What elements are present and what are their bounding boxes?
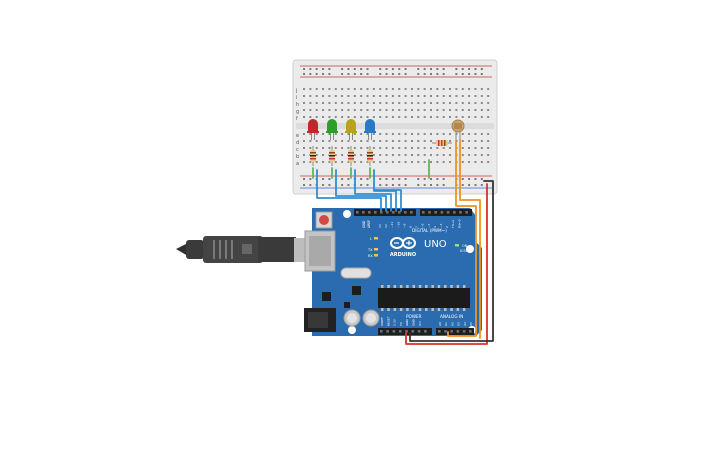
row-label-g: g xyxy=(296,109,299,115)
wire-orange xyxy=(447,141,477,337)
power-pin-label-0: IOREF xyxy=(380,317,384,326)
analog-pin-label-2: A2 xyxy=(450,322,454,326)
power-label: POWER xyxy=(406,314,422,319)
digital-header-right xyxy=(420,209,472,216)
analog-label: ANALOG IN xyxy=(440,314,463,319)
resistor-1 xyxy=(310,146,316,166)
digital-pin-label-4: ~9 xyxy=(402,223,406,228)
wire-blue-red-led xyxy=(316,169,382,212)
leds xyxy=(307,119,376,140)
analog-pin-label-5: A5 xyxy=(469,322,473,326)
resistor-2 xyxy=(329,146,335,166)
wire-blue-yellow-led xyxy=(354,169,392,212)
header-pin-holes xyxy=(356,211,472,333)
l-led-label: L xyxy=(370,237,372,241)
row-label-f: f xyxy=(296,116,298,122)
wire-blue-green-led xyxy=(335,169,387,212)
digital-pin-label-2: ~11 xyxy=(390,222,394,228)
row-label-h: h xyxy=(296,102,299,108)
digital-pin-label-3: ~10 xyxy=(396,222,400,228)
arduino-uno-board: ARDUINO UNO DIGITAL (PWM~) POWER ANALOG … xyxy=(304,208,482,336)
model-label: UNO xyxy=(424,239,447,250)
wires xyxy=(312,139,494,345)
digital-header-left xyxy=(354,209,416,216)
row-label-e: e xyxy=(296,133,299,139)
wire-black xyxy=(409,180,494,342)
digital-pin-label-6: 7 xyxy=(415,226,419,228)
analog-pin-label-4: A4 xyxy=(463,322,467,326)
arduino-logo xyxy=(390,237,416,249)
power-pin-label-5: GND xyxy=(412,318,416,326)
resistor-5 xyxy=(432,140,452,146)
power-header xyxy=(378,328,432,335)
gnd-label: GND xyxy=(362,220,366,228)
digital-pin-label-5: 8 xyxy=(409,226,413,228)
digital-pin-label-1: 12 xyxy=(384,224,388,228)
row-label-d: d xyxy=(296,140,299,146)
resistors xyxy=(310,140,452,166)
power-pin-label-1: RESET xyxy=(386,316,390,326)
digital-pin-label-7: ~6 xyxy=(421,223,425,228)
photoresistor xyxy=(451,119,465,142)
ic-pins xyxy=(381,285,466,311)
led-red xyxy=(307,119,319,140)
wire-red xyxy=(405,183,488,345)
resistor-4 xyxy=(367,146,373,166)
led-green xyxy=(326,119,338,140)
analog-pin-label-3: A3 xyxy=(457,322,461,326)
brand-label: ARDUINO xyxy=(390,252,416,258)
breadboard: j i h g f e d c b a xyxy=(292,59,498,195)
row-label-a: a xyxy=(296,161,299,167)
row-label-b: b xyxy=(296,154,299,160)
digital-pin-label-0: 13 xyxy=(378,224,382,228)
digital-label: DIGITAL (PWM~) xyxy=(412,228,447,233)
digital-pin-label-12: TX→1 xyxy=(451,220,455,229)
row-label-j: j xyxy=(295,88,297,94)
digital-pin-label-11: 2 xyxy=(445,226,449,228)
icsp-label: ICSP xyxy=(460,249,468,253)
analog-pin-label-1: A1 xyxy=(444,322,448,326)
power-pin-label-3: 5V xyxy=(399,321,403,326)
power-pin-label-6: Vin xyxy=(418,321,422,326)
analog-header xyxy=(436,328,474,335)
wire-blue-blue-led xyxy=(373,169,397,212)
row-label-c: c xyxy=(296,147,299,153)
led-yellow xyxy=(345,119,357,140)
row-label-i: i xyxy=(296,95,297,101)
digital-pin-label-9: 4 xyxy=(433,226,437,228)
breadboard-row-labels: j i h g f e d c b a xyxy=(295,88,299,167)
on-led-label: ON xyxy=(462,244,468,248)
power-pin-label-4: GND xyxy=(405,318,409,326)
tx-led-label: TX xyxy=(367,248,373,252)
rx-led-label: RX xyxy=(368,254,373,258)
digital-pin-label-10: ~3 xyxy=(439,223,443,228)
resistor-3 xyxy=(348,146,354,166)
wire-blue-extra xyxy=(373,189,402,212)
aref-label: AREF xyxy=(367,220,371,228)
reset-button[interactable] xyxy=(319,215,329,225)
led-blue xyxy=(364,119,376,140)
digital-pin-label-8: ~5 xyxy=(427,223,431,228)
power-pin-label-2: 3.3V xyxy=(393,318,397,326)
digital-pin-label-13: RX←0 xyxy=(457,219,461,228)
wire-orange-2 xyxy=(459,139,481,339)
analog-pin-label-0: A0 xyxy=(438,322,442,326)
